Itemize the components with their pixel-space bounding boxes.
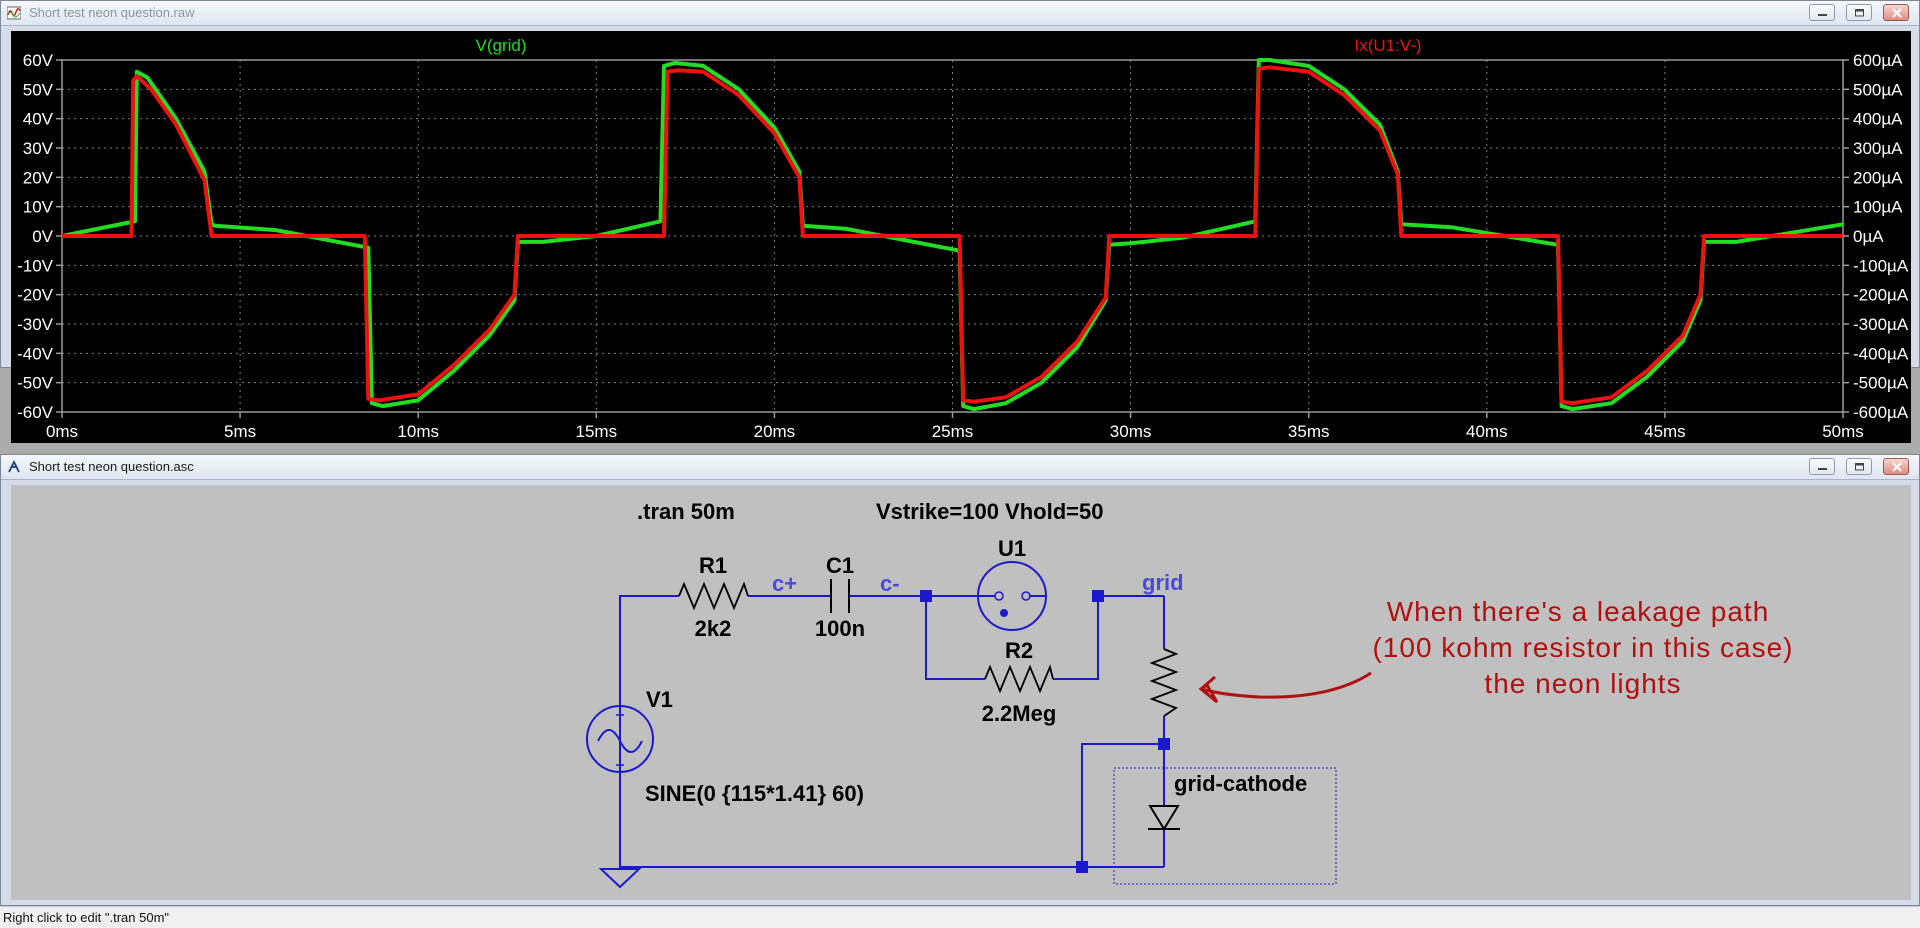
voltage-source-v1[interactable] bbox=[586, 705, 654, 773]
schematic-maximize-button[interactable] bbox=[1846, 458, 1872, 475]
minimize-icon bbox=[1818, 468, 1827, 470]
y-right-tick-label: -300µA bbox=[1853, 315, 1909, 334]
x-tick-label: 15ms bbox=[576, 422, 618, 441]
capacitor-c1[interactable] bbox=[830, 579, 850, 613]
waveform-plot[interactable]: 0ms 5ms 10ms 15ms 20ms 25ms 30ms 35ms 40ms 45ms 50… bbox=[11, 31, 1911, 443]
restore-icon bbox=[1855, 9, 1864, 17]
annotation-line-1: When there's a leakage path bbox=[1387, 596, 1770, 627]
y-left-tick-label: 50V bbox=[23, 80, 54, 99]
legend-v-grid[interactable]: V(grid) bbox=[475, 36, 526, 55]
wires bbox=[619, 595, 1165, 869]
y-right-tick-label: 0µA bbox=[1853, 227, 1884, 246]
x-tick-label: 25ms bbox=[932, 422, 974, 441]
y-right-tick-label: -400µA bbox=[1853, 344, 1909, 363]
schematic-app-icon bbox=[8, 460, 20, 473]
status-bar: Right click to edit ".tran 50m" bbox=[0, 906, 1920, 928]
y-left-tick-label: -10V bbox=[17, 256, 54, 275]
diode-label: grid-cathode bbox=[1174, 771, 1307, 796]
resistor-r2[interactable] bbox=[984, 664, 1054, 694]
waveform-app-icon bbox=[7, 6, 21, 20]
r2-value: 2.2Meg bbox=[982, 701, 1057, 726]
x-tick-label: 30ms bbox=[1110, 422, 1152, 441]
y-right-tick-label: 600µA bbox=[1853, 51, 1903, 70]
y-right-tick-label: 500µA bbox=[1853, 80, 1903, 99]
y-right-tick-label: -500µA bbox=[1853, 374, 1909, 393]
x-tick-label: 5ms bbox=[224, 422, 256, 441]
close-icon bbox=[1892, 462, 1902, 472]
y-right-tick-label: -200µA bbox=[1853, 286, 1909, 305]
y-right-tick-label: -100µA bbox=[1853, 256, 1909, 275]
schematic-titlebar[interactable]: Short test neon question.asc bbox=[1, 455, 1919, 480]
y-left-tick-label: -50V bbox=[17, 374, 54, 393]
diode-grid-cathode[interactable] bbox=[1148, 805, 1180, 831]
x-tick-label: 10ms bbox=[397, 422, 439, 441]
schematic-background bbox=[11, 485, 1911, 900]
y-left-tick-label: 30V bbox=[23, 139, 54, 158]
net-label-grid: grid bbox=[1142, 570, 1184, 595]
y-left-tick-label: 60V bbox=[23, 51, 54, 70]
junction-dots bbox=[920, 590, 1170, 873]
v1-name: V1 bbox=[646, 687, 673, 712]
series-ix-u1 bbox=[62, 65, 1843, 406]
y-left-tick-label: 40V bbox=[23, 110, 54, 129]
schematic-close-button[interactable] bbox=[1883, 458, 1909, 475]
y-left-tick-label: 10V bbox=[23, 198, 54, 217]
x-tick-label: 0ms bbox=[46, 422, 78, 441]
x-tick-label: 50ms bbox=[1822, 422, 1864, 441]
waveform-titlebar[interactable]: Short test neon question.raw bbox=[1, 1, 1919, 26]
schematic-window[interactable]: Short test neon question.asc bbox=[0, 454, 1920, 906]
x-tick-label: 20ms bbox=[754, 422, 796, 441]
status-text: Right click to edit ".tran 50m" bbox=[3, 910, 170, 925]
r1-value: 2k2 bbox=[695, 616, 732, 641]
schematic-minimize-button[interactable] bbox=[1809, 458, 1835, 475]
waveform-window-title: Short test neon question.raw bbox=[29, 5, 195, 20]
diode-selection-box bbox=[1113, 767, 1337, 885]
ground-symbol bbox=[598, 868, 642, 889]
param-directive[interactable]: Vstrike=100 Vhold=50 bbox=[876, 499, 1103, 524]
close-icon bbox=[1892, 8, 1902, 18]
y-left-tick-label: -60V bbox=[17, 403, 54, 422]
plot-legend: V(grid) Ix(U1:V-) bbox=[475, 36, 1421, 55]
waveform-maximize-button[interactable] bbox=[1846, 4, 1872, 21]
plot-ticks: 0ms 5ms 10ms 15ms 20ms 25ms 30ms 35ms 40ms 45ms 50… bbox=[17, 51, 1909, 441]
waveform-window[interactable]: Short test neon question.raw 0ms 5ms 10ms 1… bbox=[0, 0, 1920, 443]
leakage-annotation: When there's a leakage path (100 kohm re… bbox=[1372, 596, 1793, 699]
waveform-close-button[interactable] bbox=[1883, 4, 1909, 21]
u1-name: U1 bbox=[998, 536, 1026, 561]
minimize-icon bbox=[1818, 14, 1827, 16]
r2-name: R2 bbox=[1005, 638, 1033, 663]
tran-directive[interactable]: .tran 50m bbox=[637, 499, 735, 524]
y-left-tick-label: 20V bbox=[23, 168, 54, 187]
annotation-line-2: (100 kohm resistor in this case) bbox=[1372, 632, 1793, 663]
net-label-cplus: c+ bbox=[772, 571, 797, 596]
waveform-minimize-button[interactable] bbox=[1809, 4, 1835, 21]
y-right-tick-label: 400µA bbox=[1853, 110, 1903, 129]
y-left-tick-label: -30V bbox=[17, 315, 54, 334]
y-left-tick-label: -20V bbox=[17, 286, 54, 305]
y-right-tick-label: 200µA bbox=[1853, 168, 1903, 187]
schematic-window-title: Short test neon question.asc bbox=[29, 459, 194, 474]
x-tick-label: 40ms bbox=[1466, 422, 1508, 441]
annotation-arrow bbox=[1198, 671, 1372, 704]
x-tick-label: 45ms bbox=[1644, 422, 1686, 441]
y-right-tick-label: 100µA bbox=[1853, 198, 1903, 217]
y-right-tick-label: -600µA bbox=[1853, 403, 1909, 422]
restore-icon bbox=[1855, 463, 1864, 471]
v1-value: SINE(0 {115*1.41} 60) bbox=[645, 781, 864, 806]
y-left-tick-label: 0V bbox=[32, 227, 53, 246]
legend-ix-u1[interactable]: Ix(U1:V-) bbox=[1354, 36, 1421, 55]
resistor-leakage[interactable] bbox=[1149, 648, 1179, 717]
c1-name: C1 bbox=[826, 553, 854, 578]
schematic-canvas[interactable]: R1 2k2 C1 100n c+ c- grid U1 R2 2.2Meg bbox=[11, 485, 1911, 900]
neon-lamp-u1[interactable] bbox=[977, 561, 1047, 631]
y-right-tick-label: 300µA bbox=[1853, 139, 1903, 158]
c1-value: 100n bbox=[815, 616, 865, 641]
resistor-r1[interactable] bbox=[678, 581, 749, 611]
r1-name: R1 bbox=[699, 553, 727, 578]
annotation-line-3: the neon lights bbox=[1484, 668, 1681, 699]
net-label-cminus: c- bbox=[880, 571, 900, 596]
plot-series bbox=[61, 58, 1844, 412]
x-tick-label: 35ms bbox=[1288, 422, 1330, 441]
y-left-tick-label: -40V bbox=[17, 344, 54, 363]
